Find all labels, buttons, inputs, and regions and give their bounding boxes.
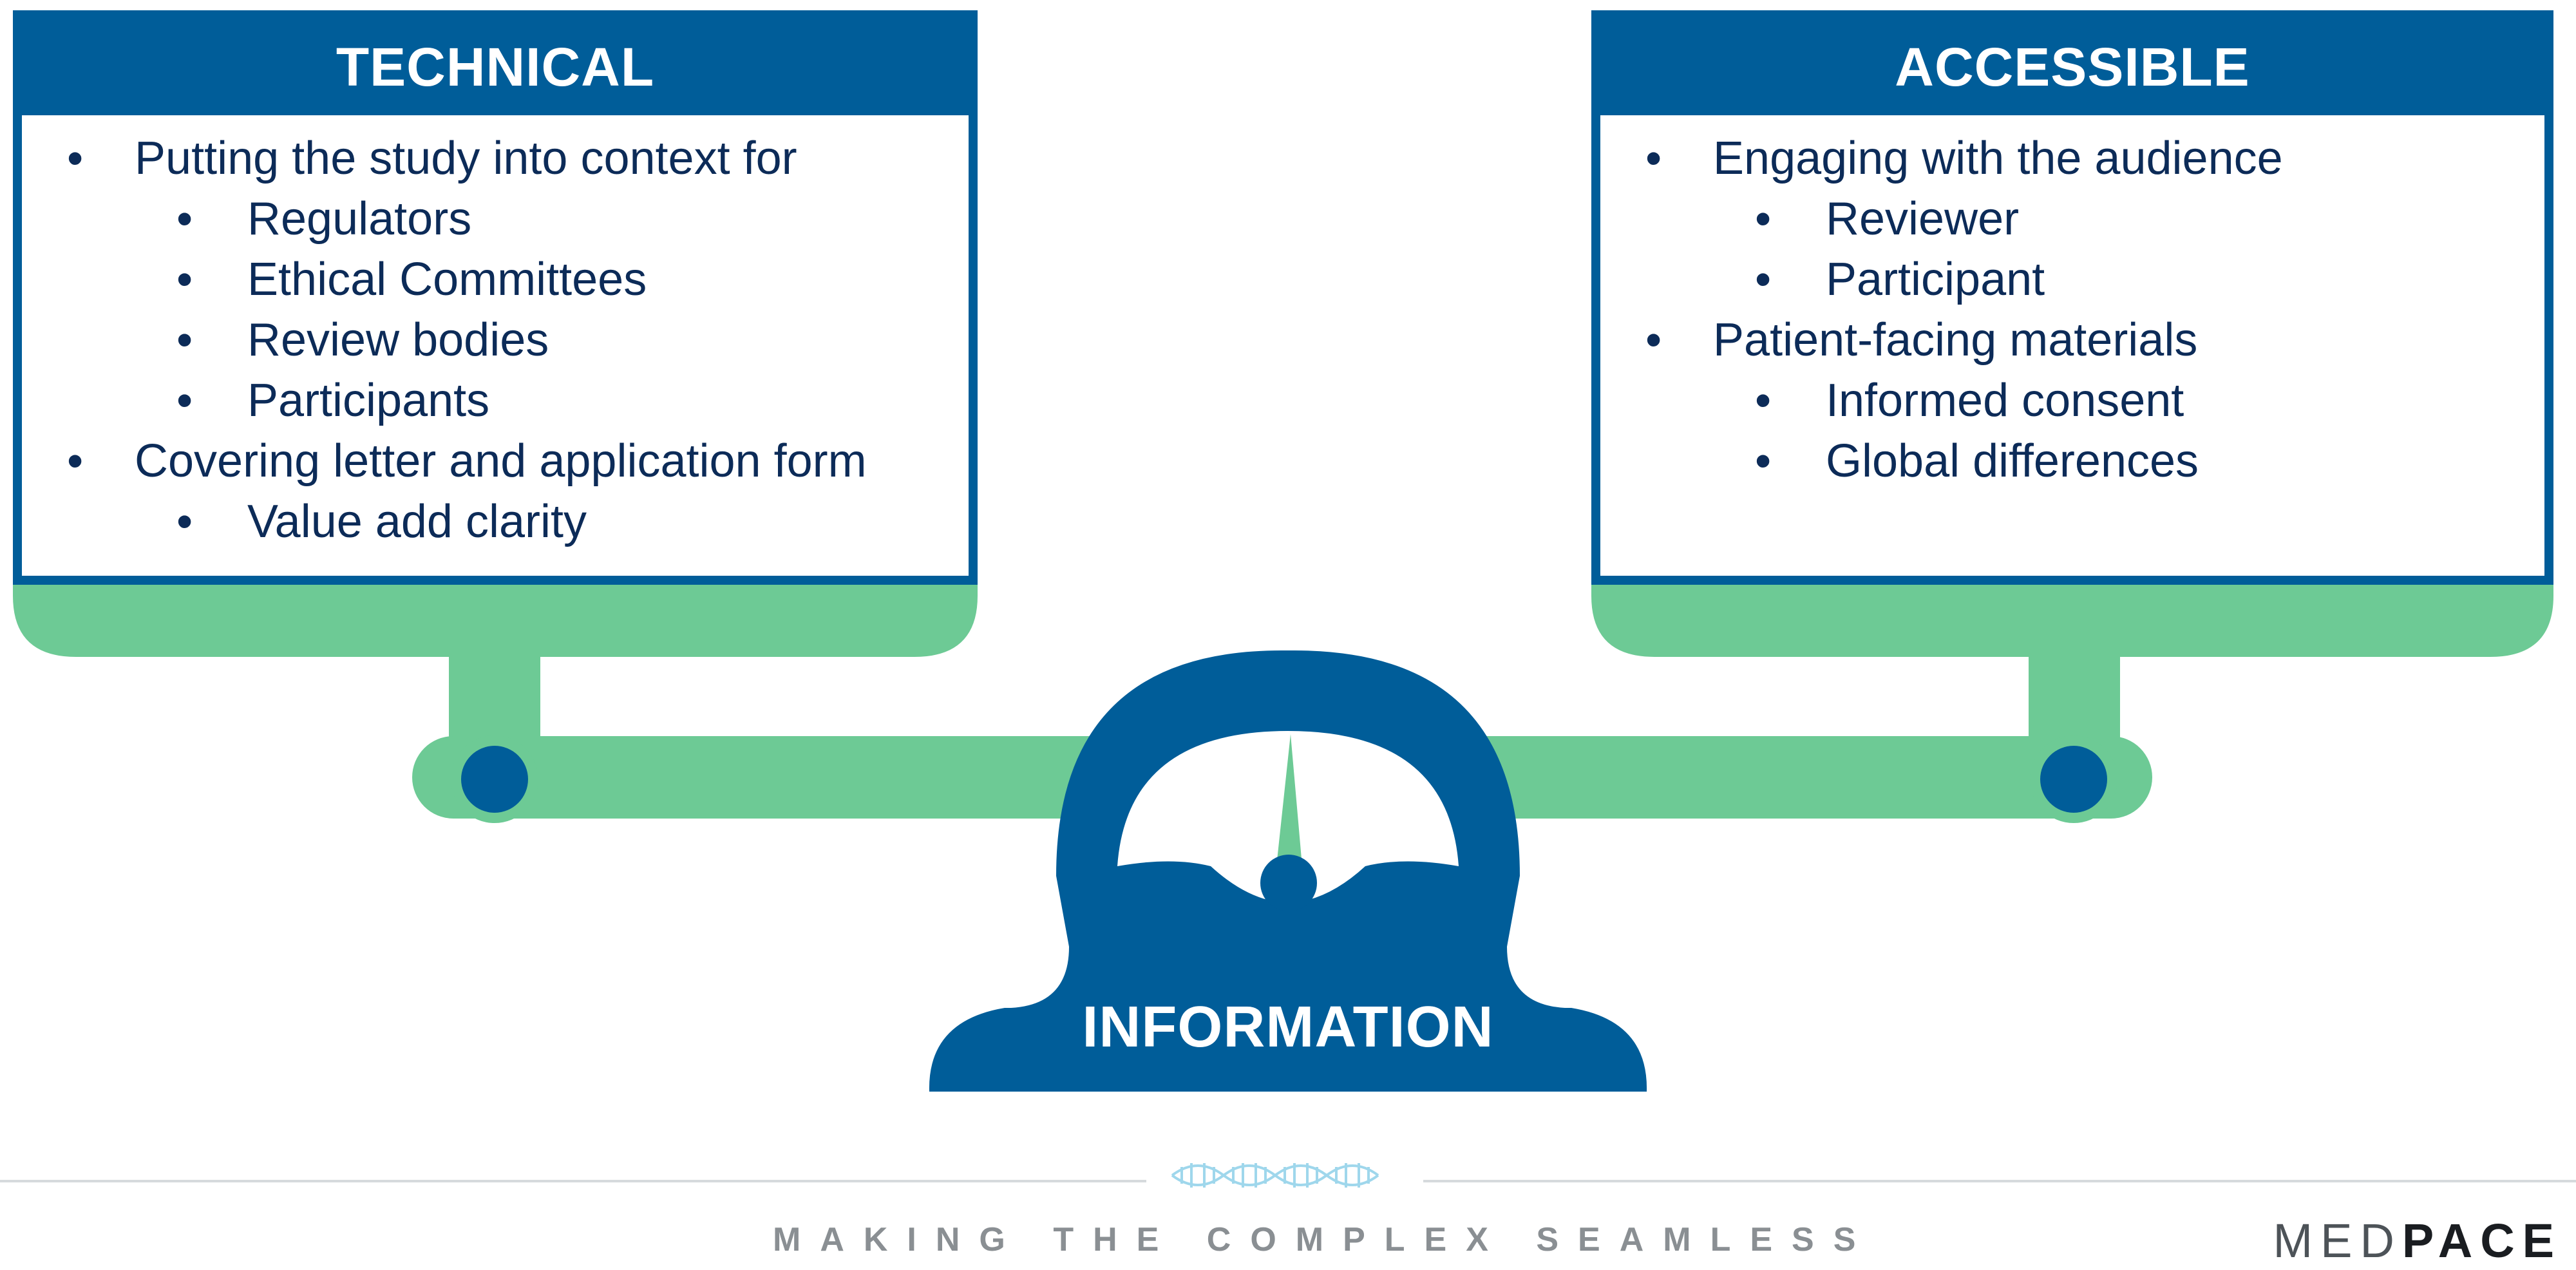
right-scale-tray bbox=[1591, 580, 2553, 657]
technical-bullet-list: Putting the study into context for Regul… bbox=[22, 115, 969, 552]
sub-bullet-item: Informed consent bbox=[1600, 370, 2544, 431]
logo-text-bold: PACE bbox=[2401, 1214, 2562, 1267]
medpace-logo: MEDPACE bbox=[2273, 1212, 2562, 1270]
left-scale-tray bbox=[13, 580, 978, 657]
bullet-item: Patient-facing materials bbox=[1600, 310, 2544, 370]
bullet-item: Engaging with the audience bbox=[1600, 128, 2544, 189]
sub-bullet-item: Participant bbox=[1600, 249, 2544, 310]
sub-bullet-item: Regulators bbox=[22, 189, 969, 249]
sub-bullet-item: Ethical Committees bbox=[22, 249, 969, 310]
footer-tagline: MAKING THE COMPLEX SEAMLESS bbox=[773, 1221, 1875, 1258]
gauge-needle bbox=[1276, 734, 1302, 866]
logo-text-light: MED bbox=[2273, 1214, 2402, 1267]
dna-helix-icon bbox=[1171, 1163, 1379, 1188]
accessible-panel: ACCESSIBLE Engaging with the audience Re… bbox=[1591, 10, 2553, 585]
technical-panel: TECHNICAL Putting the study into context… bbox=[13, 10, 978, 585]
footer-divider-left bbox=[0, 1180, 1146, 1182]
sub-bullet-item: Review bodies bbox=[22, 310, 969, 370]
sub-bullet-item: Global differences bbox=[1600, 431, 2544, 491]
accessible-panel-title: ACCESSIBLE bbox=[1600, 19, 2545, 115]
footer-divider-right bbox=[1423, 1180, 2576, 1182]
technical-panel-title: TECHNICAL bbox=[21, 19, 969, 115]
sub-bullet-item: Reviewer bbox=[1600, 189, 2544, 249]
bullet-item: Covering letter and application form bbox=[22, 431, 969, 491]
sub-bullet-item: Participants bbox=[22, 370, 969, 431]
sub-bullet-item: Value add clarity bbox=[22, 491, 969, 552]
accessible-bullet-list: Engaging with the audience Reviewer Part… bbox=[1600, 115, 2544, 491]
gauge-hub bbox=[1260, 855, 1317, 911]
information-label: INFORMATION bbox=[1082, 995, 1494, 1059]
bullet-item: Putting the study into context for bbox=[22, 128, 969, 189]
